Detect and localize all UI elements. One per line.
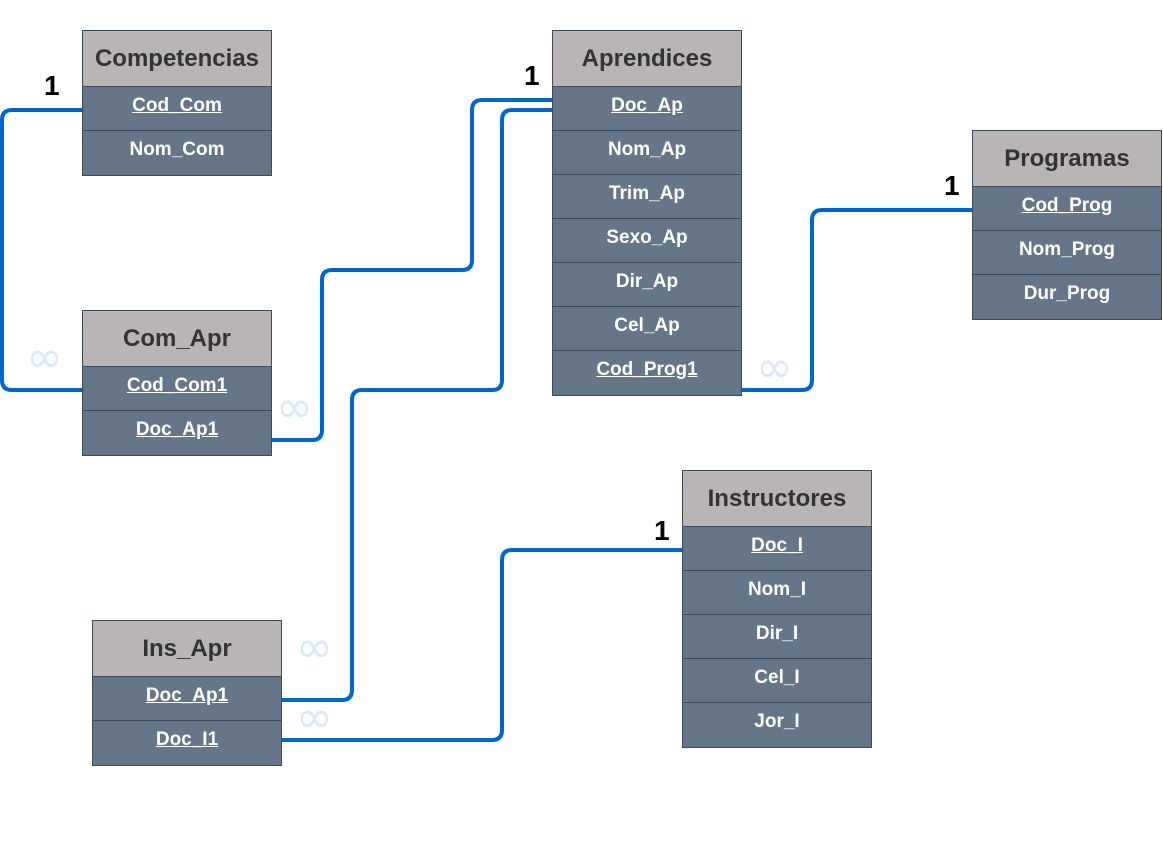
field-aprendices-sexo-ap[interactable]: Sexo_Ap bbox=[553, 219, 741, 263]
field-instructores-cel-i[interactable]: Cel_I bbox=[683, 659, 871, 703]
field-competencias-cod-com[interactable]: Cod_Com bbox=[83, 87, 271, 131]
field-instructores-jor-i[interactable]: Jor_I bbox=[754, 711, 800, 732]
field-aprendices-cel-ap[interactable]: Cel_Ap bbox=[553, 307, 741, 351]
entity-title-ins-apr: Ins_Apr bbox=[93, 621, 281, 677]
field-programas-nom-prog[interactable]: Nom_Prog bbox=[973, 231, 1161, 275]
entity-title-programas: Programas bbox=[973, 131, 1161, 187]
field-instructores-dir-i[interactable]: Dir_I bbox=[683, 615, 871, 659]
connector-aprendices-programas bbox=[742, 208, 972, 392]
field-instructores-nom-i[interactable]: Nom_I bbox=[683, 571, 871, 615]
field-com-apr-doc-ap1[interactable]: Doc_Ap1 bbox=[135, 419, 219, 440]
cardinality-many-com-apr-right: ∞ bbox=[276, 382, 313, 433]
field-aprendices-doc-ap[interactable]: Doc_Ap bbox=[553, 87, 741, 131]
entity-title-instructores: Instructores bbox=[683, 471, 871, 527]
entity-title-competencias: Competencias bbox=[83, 31, 271, 87]
entity-title-aprendices: Aprendices bbox=[553, 31, 741, 87]
field-aprendices-nom-ap[interactable]: Nom_Ap bbox=[553, 131, 741, 175]
field-competencias-nom-com[interactable]: Nom_Com bbox=[129, 139, 225, 160]
connector-competencias-com-apr bbox=[0, 108, 82, 392]
field-aprendices-dir-ap[interactable]: Dir_Ap bbox=[553, 263, 741, 307]
cardinality-many-ins-apr-bottom: ∞ bbox=[296, 692, 333, 743]
cardinality-one-programas: 1 bbox=[944, 170, 960, 201]
field-com-apr-cod-com1[interactable]: Cod_Com1 bbox=[83, 367, 271, 411]
entity-title-com-apr: Com_Apr bbox=[83, 311, 271, 367]
cardinality-many-ins-apr-top: ∞ bbox=[296, 622, 333, 673]
field-programas-dur-prog[interactable]: Dur_Prog bbox=[1023, 283, 1111, 304]
cardinality-many-aprendices: ∞ bbox=[756, 342, 793, 393]
cardinality-one-instructores: 1 bbox=[654, 515, 670, 546]
connector-ins-apr-aprendices bbox=[282, 108, 552, 702]
cardinality-many-com-apr-left: ∞ bbox=[26, 332, 63, 383]
field-instructores-doc-i[interactable]: Doc_I bbox=[683, 527, 871, 571]
connector-com-apr-aprendices bbox=[272, 98, 552, 442]
connector-ins-apr-instructores bbox=[282, 548, 682, 742]
field-programas-cod-prog[interactable]: Cod_Prog bbox=[973, 187, 1161, 231]
field-ins-apr-doc-ap1[interactable]: Doc_Ap1 bbox=[93, 677, 281, 721]
cardinality-one-aprendices: 1 bbox=[524, 60, 540, 91]
field-aprendices-cod-prog1[interactable]: Cod_Prog1 bbox=[596, 359, 698, 380]
field-aprendices-trim-ap[interactable]: Trim_Ap bbox=[553, 175, 741, 219]
cardinality-one-competencias: 1 bbox=[44, 70, 60, 101]
field-ins-apr-doc-i1[interactable]: Doc_I1 bbox=[155, 729, 219, 750]
